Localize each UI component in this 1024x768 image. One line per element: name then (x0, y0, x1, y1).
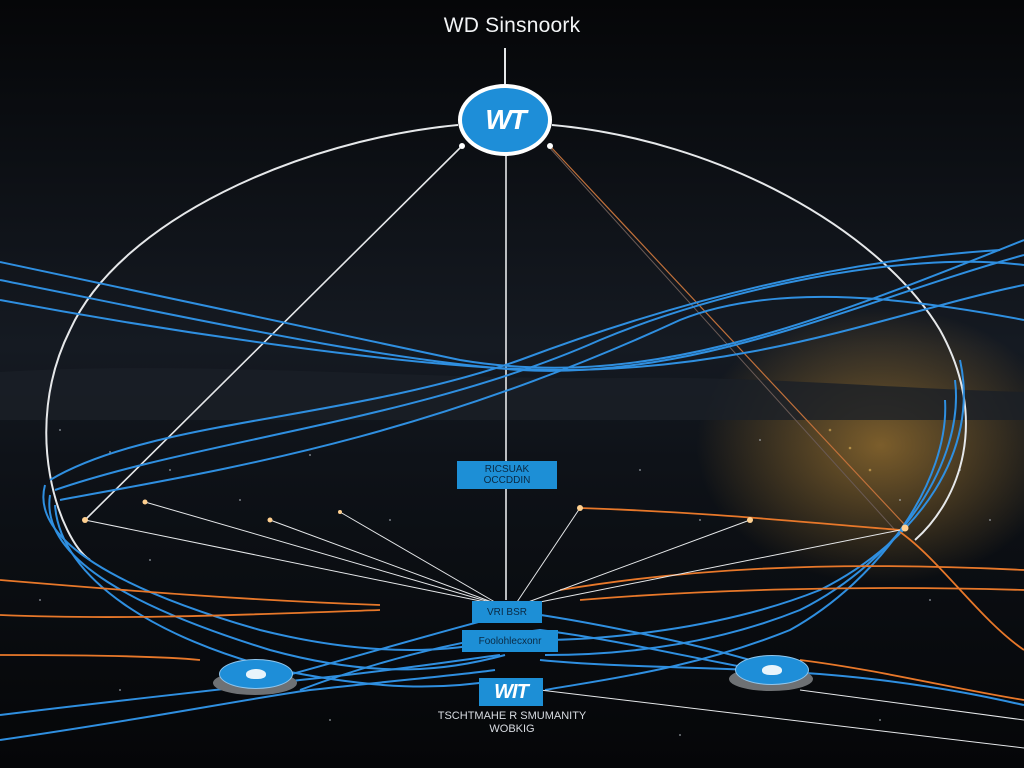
hub-link (84, 145, 463, 521)
city-lights (39, 428, 991, 736)
router-node-icon (735, 655, 809, 685)
hub-link (547, 145, 896, 531)
upper-label-line1: RICSUAK (484, 464, 530, 475)
upper-label-box: RICSUAK OCCDDIN (457, 461, 557, 489)
right-router-node[interactable] (729, 655, 813, 691)
central-hub[interactable]: WT (458, 84, 552, 156)
hub-link (549, 145, 906, 526)
upper-label-line2: OCCDDIN (483, 475, 531, 486)
left-router-node[interactable] (213, 659, 297, 695)
white-links (84, 501, 1024, 749)
link-endpoints (82, 143, 909, 532)
caption-line1: TSCHTMAHE R SMUMANITY (437, 710, 587, 722)
outer-ring-link (45, 124, 459, 561)
caption-line2: WOBKIG (489, 723, 535, 735)
hub-label-box: VRI BSR (472, 601, 542, 623)
diagram-title: WD Sinsnoork (443, 14, 581, 37)
logo-icon: WT (462, 88, 548, 152)
router-node-icon (219, 659, 293, 689)
blue-links (0, 239, 1024, 741)
hub-sublabel-box: Foolohlecxonr (462, 630, 558, 652)
bottom-caption: TSCHTMAHE R SMUMANITY WOBKIG (380, 710, 644, 736)
horizon-hills (0, 368, 1024, 420)
orange-links (0, 507, 1024, 701)
bottom-logo-box: WIT (479, 678, 543, 706)
